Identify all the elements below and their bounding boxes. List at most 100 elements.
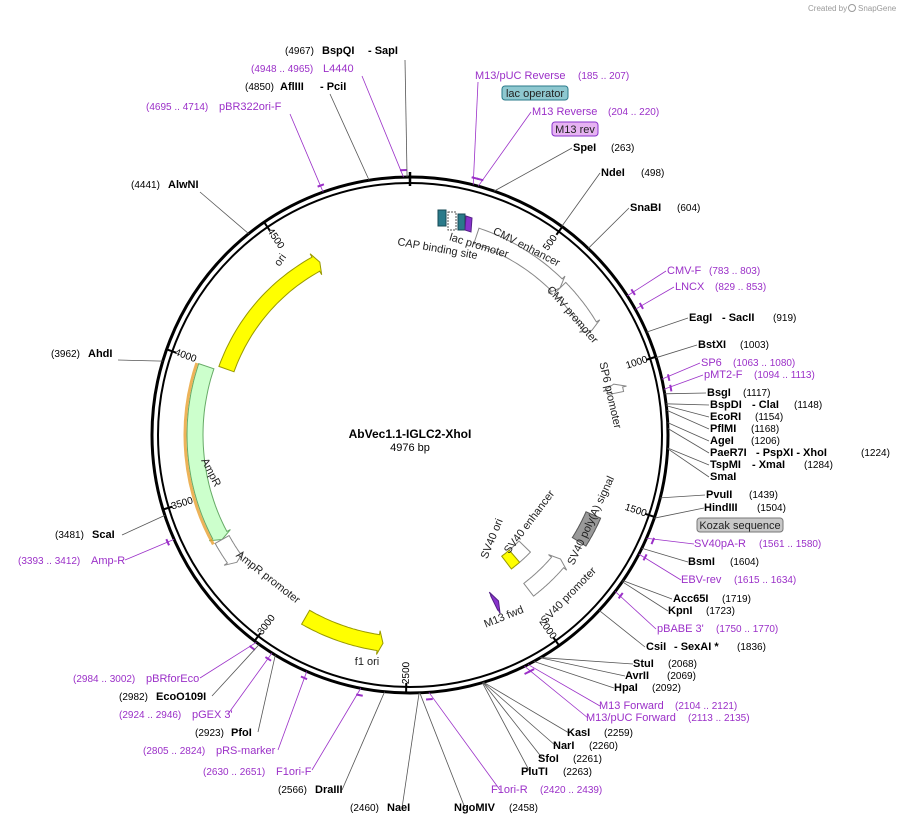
m13-rev-label: M13 rev bbox=[555, 124, 595, 136]
leader-line-32 bbox=[641, 547, 689, 563]
leader-line-40 bbox=[666, 409, 710, 430]
primer-range-l4440: (4948 .. 4965) bbox=[251, 64, 313, 75]
enzyme-name-csii: CsiI bbox=[646, 641, 666, 653]
enzyme-pos-acc65i: (1719) bbox=[722, 594, 751, 605]
leader-line-42 bbox=[666, 403, 710, 406]
primer-range-cmv-f: (783 .. 803) bbox=[709, 266, 760, 277]
primer-mark-prs-marker bbox=[300, 675, 308, 681]
leader-line-13 bbox=[311, 688, 362, 771]
leader-line-8 bbox=[199, 641, 257, 679]
enzyme-name-snabi: SnaBI bbox=[630, 202, 661, 214]
primer-mark-pbrforeco bbox=[248, 645, 256, 651]
primer-range-pgex3: (2924 .. 2946) bbox=[119, 710, 181, 721]
leader-line-4 bbox=[199, 191, 249, 234]
leader-line-15 bbox=[401, 692, 420, 809]
feature-arrows bbox=[183, 227, 627, 655]
enzyme-pos-bspdi: (1148) bbox=[794, 400, 822, 411]
enzyme-pos-hpai: (2092) bbox=[652, 683, 681, 694]
enzyme-name-ecori: EcoRI bbox=[710, 411, 741, 423]
primer-name-lncx: LNCX bbox=[675, 281, 705, 293]
tick-label-3000: 3000 bbox=[256, 613, 278, 638]
m13-rev-box bbox=[551, 121, 599, 137]
leader-line-48 bbox=[635, 286, 675, 310]
enzyme-pos-bsmi: (1604) bbox=[730, 557, 759, 568]
feature-arrow-cmv-enhancer bbox=[473, 227, 566, 294]
enzyme-extra-bspqi: - SapI bbox=[368, 45, 398, 57]
primer-name-m13-forward: M13 Forward bbox=[599, 700, 664, 712]
tick-label-3500: 3500 bbox=[170, 495, 195, 512]
leader-line-26 bbox=[540, 657, 634, 665]
leader-line-33 bbox=[646, 537, 695, 545]
primer-range-m13-forward: (2104 .. 2121) bbox=[675, 701, 737, 712]
primer-name-cmv-f: CMV-F bbox=[667, 265, 702, 277]
feature-label-sv40-enhancer: SV40 enhancer bbox=[502, 488, 557, 556]
primer-name-f1ori-r: F1ori-R bbox=[491, 784, 528, 796]
enzyme-pos-kpni: (1723) bbox=[706, 606, 735, 617]
leader-line-30 bbox=[622, 580, 673, 600]
plasmid-length: 4976 bp bbox=[390, 442, 430, 454]
primer-name-ebv-rev: EBV-rev bbox=[681, 574, 722, 586]
enzyme-name-kpni: KpnI bbox=[668, 605, 692, 617]
primer-name-pmt2-f: pMT2-F bbox=[704, 369, 743, 381]
primer-range-pbrforeco: (2984 .. 3002) bbox=[73, 674, 135, 685]
feature-arrow-cmv-promoter bbox=[553, 281, 601, 333]
enzyme-pos-bspqi: (4967) bbox=[285, 46, 314, 57]
tick-label-4000: 4000 bbox=[173, 347, 198, 365]
enzyme-pos-draiii: (2566) bbox=[278, 785, 307, 796]
tick-3500 bbox=[162, 505, 173, 511]
small-features bbox=[437, 209, 473, 233]
leader-line-3 bbox=[289, 113, 324, 193]
enzyme-pos-agei: (1206) bbox=[751, 436, 780, 447]
enzyme-name-nari: NarI bbox=[553, 740, 574, 752]
enzyme-pos-ngomiv: (2458) bbox=[509, 803, 538, 814]
primer-mark-pbabe-3 bbox=[617, 592, 624, 599]
enzyme-name-scai: ScaI bbox=[92, 529, 115, 541]
enzyme-pos-bstxi: (1003) bbox=[740, 340, 769, 351]
enzyme-name-alwni: AlwNI bbox=[168, 179, 199, 191]
leader-line-20 bbox=[482, 682, 557, 747]
enzyme-pos-alwni: (4441) bbox=[131, 180, 160, 191]
feature-arrow-ori bbox=[218, 253, 323, 373]
credit-brand: SnapGene bbox=[858, 4, 897, 13]
leader-line-6 bbox=[121, 515, 166, 536]
enzyme-pos-scai: (3481) bbox=[55, 530, 84, 541]
leader-line-14 bbox=[341, 691, 385, 791]
leader-line-37 bbox=[667, 447, 710, 466]
tick-3000 bbox=[253, 632, 262, 642]
feature-arrow-ampr bbox=[186, 362, 231, 542]
primer-name-pbabe3: pBABE 3' bbox=[657, 623, 704, 635]
enzyme-pos-bsgi: (1117) bbox=[743, 388, 770, 399]
primer-range-sp6: (1063 .. 1080) bbox=[733, 358, 795, 369]
primer-range-f1ori-f: (2630 .. 2651) bbox=[203, 767, 265, 778]
enzyme-extra-eagi: - SacII bbox=[722, 312, 754, 324]
primer-mark-pgex-3 bbox=[264, 656, 272, 662]
enzyme-extra-bspdi: - ClaI bbox=[752, 399, 779, 411]
tick-2000 bbox=[552, 636, 560, 647]
kozak-box bbox=[696, 517, 784, 533]
leader-line-49 bbox=[627, 270, 667, 297]
primer-range-pbabe3: (1750 .. 1770) bbox=[716, 624, 778, 635]
enzyme-name-avrii: AvrII bbox=[625, 670, 649, 682]
primer-name-pbr322ori: pBR322ori-F bbox=[219, 101, 282, 113]
leader-line-12 bbox=[277, 671, 308, 751]
feature-arrow-sv40-ori bbox=[500, 549, 521, 570]
enzyme-pos-ndei: (498) bbox=[641, 168, 664, 179]
leader-line-5 bbox=[117, 359, 163, 362]
feature-label-sv40-ori: SV40 ori bbox=[479, 517, 506, 561]
leader-line-25 bbox=[540, 657, 626, 677]
credit-text: Created by bbox=[808, 4, 847, 13]
enzyme-name-bsmi: BsmI bbox=[688, 556, 715, 568]
enzyme-name-smai: SmaI bbox=[710, 471, 736, 483]
enzyme-pos-pflmi: (1168) bbox=[751, 424, 779, 435]
leader-line-28 bbox=[614, 591, 657, 630]
enzyme-name-pflmi: PflMI bbox=[710, 423, 736, 435]
primer-name-amp-r: Amp-R bbox=[91, 555, 125, 567]
feature-label-f1-ori: f1 ori bbox=[355, 656, 379, 668]
leader-line-17 bbox=[428, 692, 501, 791]
leader-line-45 bbox=[661, 362, 701, 380]
tick-label-1500: 1500 bbox=[623, 502, 648, 520]
enzyme-pos-csii: (1836) bbox=[737, 642, 766, 653]
feature-label-ampr-promoter: AmpR promoter bbox=[234, 549, 303, 606]
enzyme-pos-stui: (2068) bbox=[668, 659, 697, 670]
